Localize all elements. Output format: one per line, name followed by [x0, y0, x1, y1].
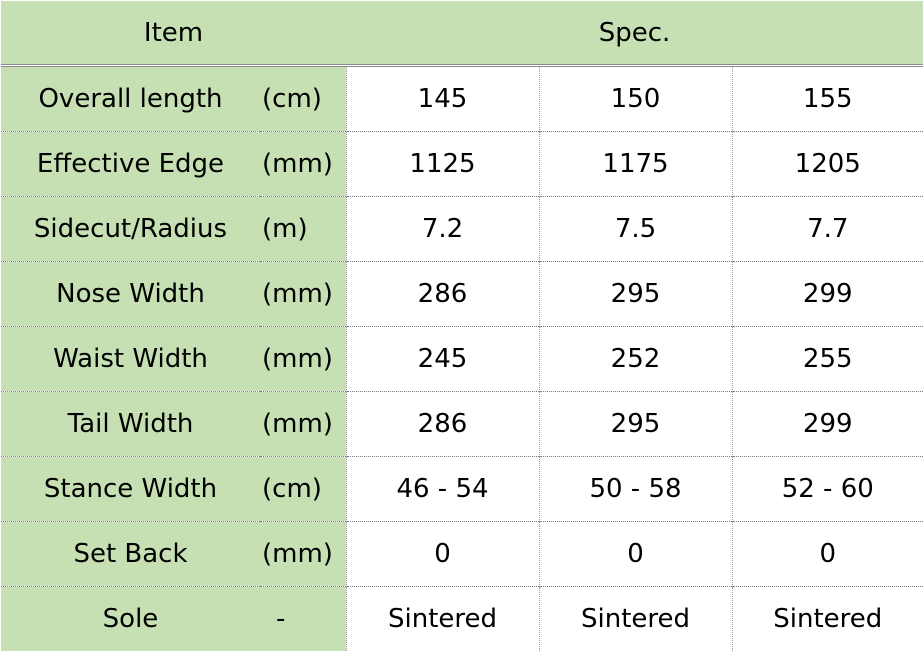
- row-name: Stance Width: [1, 456, 260, 522]
- value-cell: 0: [345, 521, 539, 587]
- value-cell: 7.2: [345, 196, 539, 262]
- value-cell: 52 - 60: [731, 456, 923, 522]
- value-cell: 155: [731, 64, 923, 132]
- row-name: Overall length: [1, 64, 260, 132]
- row-unit: (mm): [260, 391, 346, 457]
- value-cell: 46 - 54: [345, 456, 539, 522]
- row-unit: (mm): [260, 326, 346, 392]
- header-item: Item: [1, 1, 346, 66]
- value-cell: 286: [345, 261, 539, 327]
- table-row: Sidecut/Radius (m) 7.2 7.5 7.7: [1, 196, 923, 262]
- row-unit: (mm): [260, 131, 346, 197]
- row-unit: (cm): [260, 456, 346, 522]
- value-cell: 0: [731, 521, 923, 587]
- value-cell: 1125: [345, 131, 539, 197]
- header-row: Item Spec.: [1, 1, 923, 66]
- header-spec: Spec.: [346, 1, 923, 66]
- value-cell: 299: [731, 261, 923, 327]
- table-row: Sole - Sintered Sintered Sintered: [1, 586, 923, 651]
- row-name: Sidecut/Radius: [1, 196, 260, 262]
- value-cell: 50 - 58: [538, 456, 732, 522]
- value-cell: 1205: [731, 131, 923, 197]
- row-unit: (m): [260, 196, 346, 262]
- row-name: Tail Width: [1, 391, 260, 457]
- value-cell: 295: [538, 391, 732, 457]
- table-row: Overall length (cm) 145 150 155: [1, 64, 923, 132]
- table-row: Effective Edge (mm) 1125 1175 1205: [1, 131, 923, 197]
- value-cell: Sintered: [538, 586, 732, 651]
- value-cell: 299: [731, 391, 923, 457]
- row-unit: (mm): [260, 261, 346, 327]
- value-cell: 145: [345, 64, 539, 132]
- value-cell: 245: [345, 326, 539, 392]
- value-cell: 255: [731, 326, 923, 392]
- value-cell: 7.5: [538, 196, 732, 262]
- value-cell: 286: [345, 391, 539, 457]
- value-cell: 7.7: [731, 196, 923, 262]
- table-row: Tail Width (mm) 286 295 299: [1, 391, 923, 457]
- table-row: Nose Width (mm) 286 295 299: [1, 261, 923, 327]
- row-unit: -: [260, 586, 346, 651]
- row-unit: (cm): [260, 64, 346, 132]
- table-row: Set Back (mm) 0 0 0: [1, 521, 923, 587]
- row-name: Effective Edge: [1, 131, 260, 197]
- value-cell: Sintered: [731, 586, 923, 651]
- table-row: Waist Width (mm) 245 252 255: [1, 326, 923, 392]
- table-row: Stance Width (cm) 46 - 54 50 - 58 52 - 6…: [1, 456, 923, 522]
- row-name: Set Back: [1, 521, 260, 587]
- row-name: Nose Width: [1, 261, 260, 327]
- value-cell: 150: [538, 64, 732, 132]
- value-cell: 1175: [538, 131, 732, 197]
- value-cell: Sintered: [345, 586, 539, 651]
- row-unit: (mm): [260, 521, 346, 587]
- value-cell: 252: [538, 326, 732, 392]
- row-name: Waist Width: [1, 326, 260, 392]
- value-cell: 0: [538, 521, 732, 587]
- value-cell: 295: [538, 261, 732, 327]
- row-name: Sole: [1, 586, 260, 651]
